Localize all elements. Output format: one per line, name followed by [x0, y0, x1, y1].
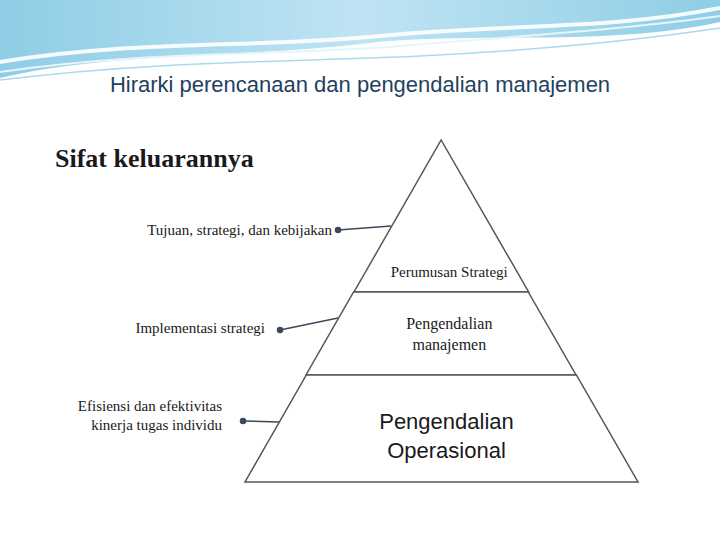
leader-line — [243, 421, 279, 422]
level-text: Perumusan Strategi — [391, 263, 508, 282]
pyramid-level: Pengendalian manajemen — [306, 292, 576, 375]
slide-title: Hirarki perencanaan dan pengendalian man… — [0, 72, 720, 98]
header-band — [0, 0, 720, 78]
section-heading: Sifat keluarannya — [55, 143, 254, 176]
level-shape — [245, 375, 638, 482]
leader-line — [280, 318, 338, 330]
pyramid-level: Pengendalian Operasional — [245, 375, 638, 482]
header-swoosh — [0, 8, 720, 62]
header-swoosh — [0, 16, 720, 72]
output-label: Efisiensi dan efektivitas kinerja tugas … — [37, 397, 222, 435]
level-shape — [306, 292, 576, 375]
leader-dot — [336, 228, 341, 233]
leader-line — [338, 226, 391, 230]
leader-dot — [241, 419, 246, 424]
output-label: Tujuan, strategi, dan kebijakan — [147, 221, 332, 240]
level-shape — [354, 140, 529, 292]
leader-dot — [278, 328, 283, 333]
output-label: Implementasi strategi — [135, 319, 265, 338]
level-text: Pengendalian Operasional — [372, 408, 522, 465]
level-outline — [306, 292, 576, 375]
level-text: Pengendalian manajemen — [374, 314, 524, 356]
pyramid-level: Perumusan Strategi — [354, 140, 529, 292]
